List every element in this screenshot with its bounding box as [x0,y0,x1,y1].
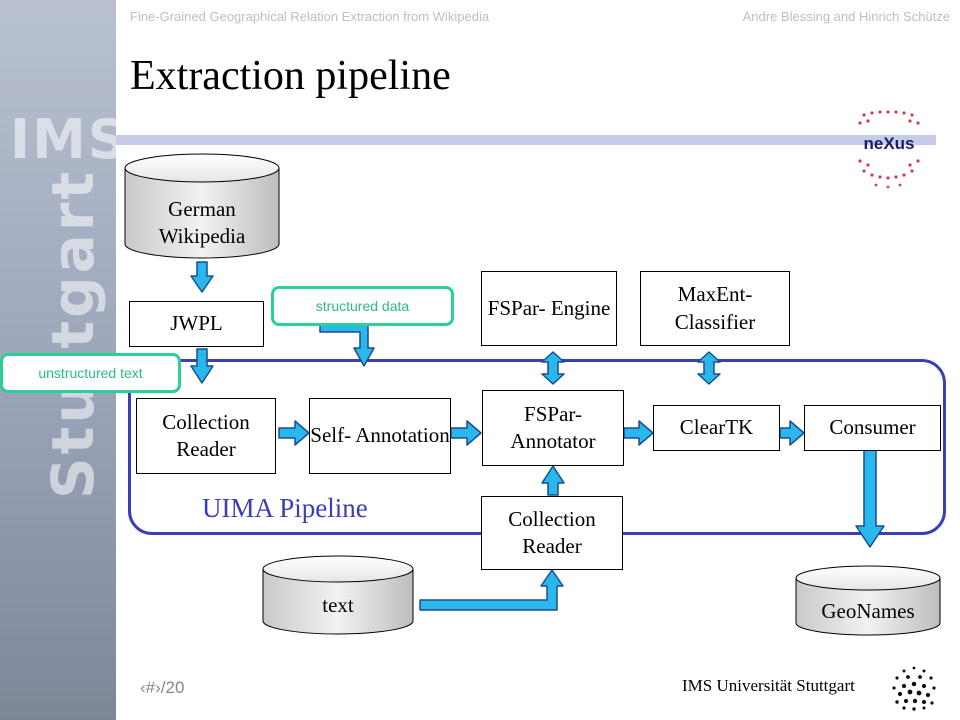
university-dots-logo-icon [892,666,936,711]
uima-pipeline-label: UIMA Pipeline [202,493,368,523]
collection-reader-box-2: Collection Reader [481,496,623,570]
geonames-database-icon [795,565,941,636]
maxent-classifier-box: MaxEnt- Classifier [640,271,790,346]
arrow-self-annotation-to-fspar-annotator [450,420,482,446]
text-db-label: text [322,593,354,617]
arrow-wikipedia-to-jwpl [190,261,214,293]
arrow-maxent-cleartk-bidirectional [697,351,721,385]
german-wikipedia-database-icon [124,153,280,259]
page-number: ‹#›/20 [140,678,185,697]
geonames-label: GeoNames [821,599,915,623]
collection-reader-box-1: Collection Reader [136,398,276,474]
arrow-collection-reader-to-fspar-annotator [541,465,565,496]
jwpl-box: JWPL [129,301,264,347]
nexus-logo-text: neXus [863,134,914,153]
structured-data-tag: structured data [271,286,454,326]
arrow-jwpl-to-collection-reader [190,348,214,384]
self-annotation-box: Self- Annotation [309,398,451,474]
consumer-box: Consumer [804,405,941,451]
footer-university: IMS Universität Stuttgart [682,676,855,695]
german-wikipedia-label: German Wikipedia [158,197,246,249]
arrow-cleartk-to-consumer [779,420,805,446]
title-underline-bar [116,135,936,145]
ims-sidebar-logo: IMS [10,108,116,171]
arrow-fspar-engine-annotator-bidirectional [541,351,565,385]
arrow-consumer-to-geonames [855,449,885,548]
fspar-engine-box: FSPar- Engine [481,271,617,346]
arrow-text-to-collection-reader [419,569,564,611]
arrow-fspar-annotator-to-cleartk [623,420,654,446]
nexus-logo-icon: neXus [858,110,920,189]
header-authors: Andre Blessing and Hinrich Schütze [742,9,950,24]
slide-title: Extraction pipeline [130,53,451,99]
arrow-structured-data-to-self-annotation [319,323,375,367]
header-paper-title: Fine-Grained Geographical Relation Extra… [130,9,490,24]
text-database-icon [262,555,414,635]
cleartk-box: ClearTK [653,405,780,451]
fspar-annotator-box: FSPar- Annotator [482,390,624,466]
unstructured-text-tag: unstructured text [0,353,181,393]
arrow-collection-reader-to-self-annotation [278,420,310,446]
